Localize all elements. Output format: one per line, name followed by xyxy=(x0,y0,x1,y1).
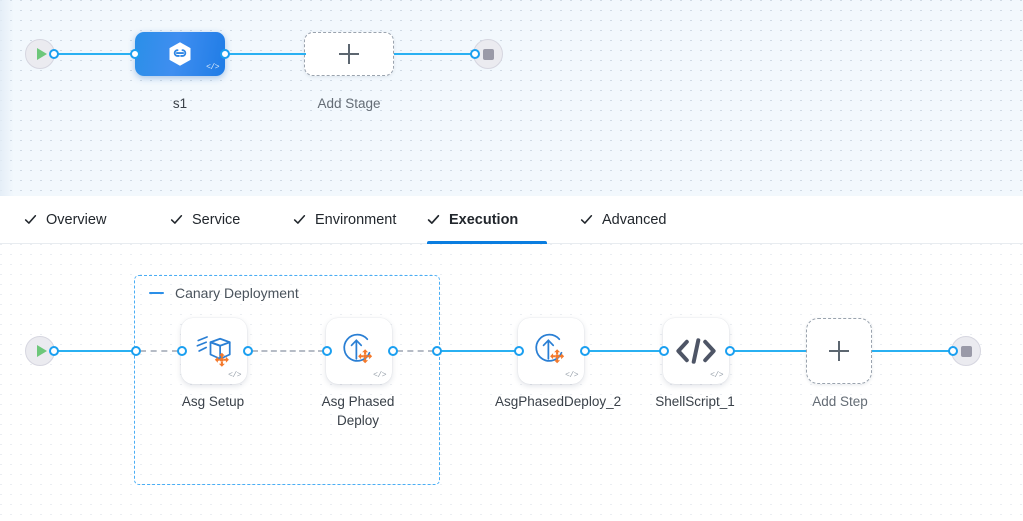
pipeline-end-node[interactable] xyxy=(473,39,503,69)
step-group-canary-deployment[interactable]: Canary Deployment xyxy=(134,275,440,485)
asg-setup-output-port[interactable] xyxy=(243,346,253,356)
link-group-to-asg-phased-deploy-2 xyxy=(440,350,520,352)
step-group-title: Canary Deployment xyxy=(175,285,299,301)
plus-icon xyxy=(339,44,359,64)
add-step-button[interactable] xyxy=(806,318,872,384)
step-card-shellscript-1[interactable]: </> xyxy=(663,318,729,384)
step-group-header[interactable]: Canary Deployment xyxy=(149,285,299,301)
check-icon xyxy=(170,214,183,224)
tab-overview-label: Overview xyxy=(46,211,107,228)
stage-code-badge: </> xyxy=(206,63,219,72)
link-stage-to-add-stage xyxy=(228,53,306,55)
play-icon xyxy=(36,48,47,60)
step-label-asg-phased-deploy-2: AsgPhasedDeploy_2 xyxy=(495,394,622,409)
start-node-port[interactable] xyxy=(49,49,59,59)
tab-advanced[interactable]: Advanced xyxy=(580,196,667,244)
tab-overview[interactable]: Overview xyxy=(24,196,106,244)
link-add-stage-to-end xyxy=(394,53,477,55)
group-entry-port[interactable] xyxy=(131,346,141,356)
canvas-left-edge-shade xyxy=(0,0,14,196)
link-shell-script-to-add-step xyxy=(734,350,806,352)
stop-icon xyxy=(960,345,972,357)
link-asg-phased-deploy-to-group-exit xyxy=(397,350,434,352)
link-asg-phased-deploy-2-to-shell-script xyxy=(589,350,661,352)
step-card-asg-setup[interactable]: </> xyxy=(181,318,247,384)
tab-service-label: Service xyxy=(192,211,241,228)
link-group-to-asg-setup xyxy=(140,350,178,352)
asg-phased-deploy-2-input-port[interactable] xyxy=(514,346,524,356)
play-icon xyxy=(36,345,47,357)
tab-execution-label: Execution xyxy=(449,211,519,228)
stage-input-port[interactable] xyxy=(130,49,140,59)
link-add-step-to-end xyxy=(872,350,955,352)
group-exit-port[interactable] xyxy=(432,346,442,356)
tab-service[interactable]: Service xyxy=(170,196,240,244)
asg-phased-deploy-input-port[interactable] xyxy=(322,346,332,356)
tab-environment[interactable]: Environment xyxy=(293,196,396,244)
check-icon xyxy=(293,214,306,224)
tab-execution[interactable]: Execution xyxy=(427,196,547,244)
add-stage-button[interactable] xyxy=(304,32,394,76)
asg-phased-deploy-icon xyxy=(343,333,373,364)
link-start-to-group xyxy=(57,350,135,352)
step-label-asg-phased-deploy: Asg Phased Deploy xyxy=(321,394,395,428)
execution-end-port[interactable] xyxy=(948,346,958,356)
link-asg-setup-to-asg-phased-deploy xyxy=(252,350,324,352)
add-stage-label: Add Stage xyxy=(317,96,381,111)
shell-script-input-port[interactable] xyxy=(659,346,669,356)
step-label-shellscript-1: ShellScript_1 xyxy=(655,394,735,409)
tab-environment-label: Environment xyxy=(315,211,397,228)
shell-script-output-port[interactable] xyxy=(725,346,735,356)
stage-label-s1: s1 xyxy=(172,96,188,111)
stage-config-tabs: Overview Service Environment Execution xyxy=(0,196,1023,244)
tab-advanced-label: Advanced xyxy=(602,211,667,228)
asg-phased-deploy-output-port[interactable] xyxy=(388,346,398,356)
step-code-badge: </> xyxy=(373,371,386,380)
check-icon xyxy=(580,214,593,224)
asg-setup-icon xyxy=(196,336,231,367)
execution-start-port[interactable] xyxy=(49,346,59,356)
check-icon xyxy=(24,214,37,224)
plus-icon xyxy=(829,341,849,361)
shell-script-icon xyxy=(676,338,716,364)
stop-icon xyxy=(482,48,494,60)
stage-card-s1[interactable]: </> xyxy=(135,32,225,76)
harness-hexagon-icon xyxy=(169,42,191,66)
step-code-badge: </> xyxy=(710,371,723,380)
minus-icon[interactable] xyxy=(149,291,164,295)
asg-phased-deploy-icon xyxy=(535,333,565,364)
step-code-badge: </> xyxy=(565,371,578,380)
step-label-asg-setup: Asg Setup xyxy=(181,394,245,409)
tab-active-underline xyxy=(427,240,547,244)
execution-canvas[interactable]: Canary Deployment xyxy=(0,244,1023,521)
add-step-label: Add Step xyxy=(812,394,868,409)
asg-setup-input-port[interactable] xyxy=(177,346,187,356)
step-code-badge: </> xyxy=(228,371,241,380)
link-start-to-stage xyxy=(57,53,137,55)
end-node-port[interactable] xyxy=(470,49,480,59)
stage-output-port[interactable] xyxy=(220,49,230,59)
check-icon xyxy=(427,214,440,224)
step-card-asg-phased-deploy[interactable]: </> xyxy=(326,318,392,384)
step-card-asg-phased-deploy-2[interactable]: </> xyxy=(518,318,584,384)
stage-canvas[interactable]: </> Add Stage s1 xyxy=(0,0,1023,196)
asg-phased-deploy-2-output-port[interactable] xyxy=(580,346,590,356)
